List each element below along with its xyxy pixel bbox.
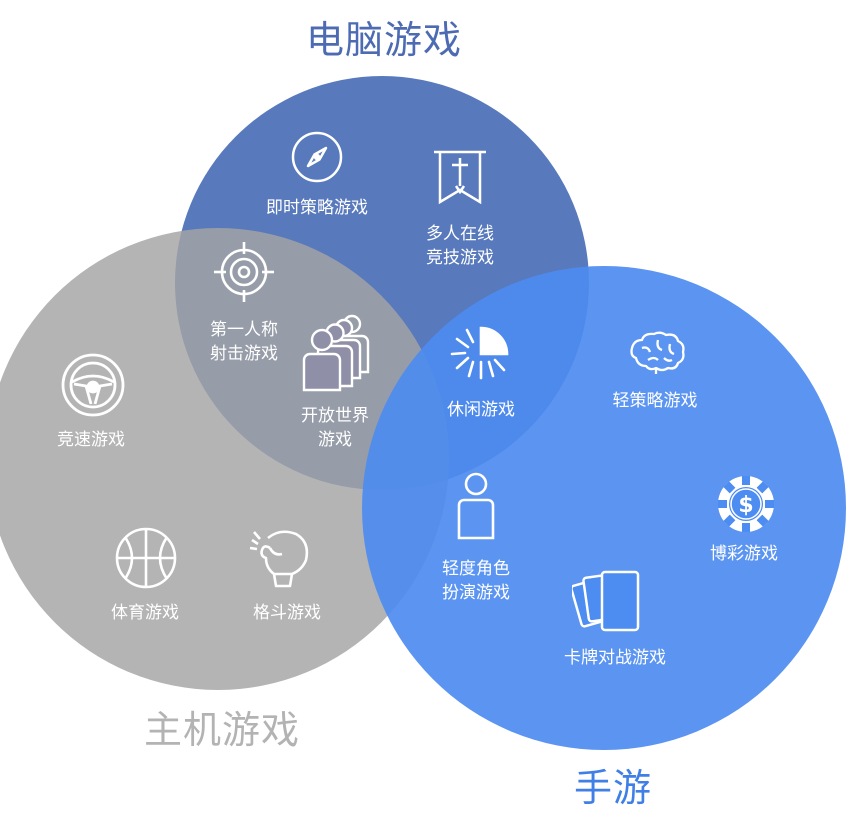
mobile-games-title: 手游 — [573, 766, 653, 810]
moba-label-line2: 竞技游戏 — [426, 248, 494, 268]
open-world-label: 开放世界 游戏 — [301, 404, 369, 452]
rts-label: 即时策略游戏 — [266, 198, 368, 218]
banner-sword-icon — [434, 150, 486, 205]
card-battle-label: 卡牌对战游戏 — [564, 648, 666, 668]
person-icon — [457, 472, 495, 540]
people-group-icon — [302, 314, 370, 392]
light-strategy-label: 轻策略游戏 — [612, 391, 698, 411]
compass-icon — [291, 131, 343, 183]
light-rpg-label-line2: 扮演游戏 — [442, 583, 510, 603]
pc-games-title: 电脑游戏 — [305, 18, 463, 62]
crosshair-icon — [214, 242, 274, 302]
casual-label: 休闲游戏 — [447, 400, 515, 420]
gambling-label: 博彩游戏 — [710, 544, 778, 564]
sports-label: 体育游戏 — [111, 603, 179, 623]
basketball-icon — [115, 527, 177, 589]
light-rpg-label-line1: 轻度角色 — [442, 559, 510, 579]
racing-label: 竞速游戏 — [57, 430, 125, 450]
svg-text:$: $ — [738, 493, 753, 518]
steering-wheel-icon — [61, 353, 125, 417]
brain-icon — [630, 331, 685, 374]
moba-label-line1: 多人在线 — [426, 224, 494, 244]
open-world-label-line2: 游戏 — [318, 430, 352, 450]
timer-icon — [450, 326, 509, 380]
fps-label-line1: 第一人称 — [210, 320, 278, 340]
mobile-games-circle — [362, 266, 846, 750]
boxing-glove-icon — [249, 530, 309, 588]
console-games-title: 主机游戏 — [143, 708, 301, 752]
light-rpg-label: 轻度角色 扮演游戏 — [442, 557, 510, 605]
casino-chip-icon: $ — [718, 476, 774, 532]
open-world-label-line1: 开放世界 — [301, 406, 369, 426]
fighting-label: 格斗游戏 — [253, 603, 321, 623]
fps-label-line2: 射击游戏 — [210, 344, 278, 364]
moba-label: 多人在线 竞技游戏 — [426, 222, 494, 270]
fps-label: 第一人称 射击游戏 — [210, 318, 278, 366]
cards-icon — [572, 570, 640, 632]
